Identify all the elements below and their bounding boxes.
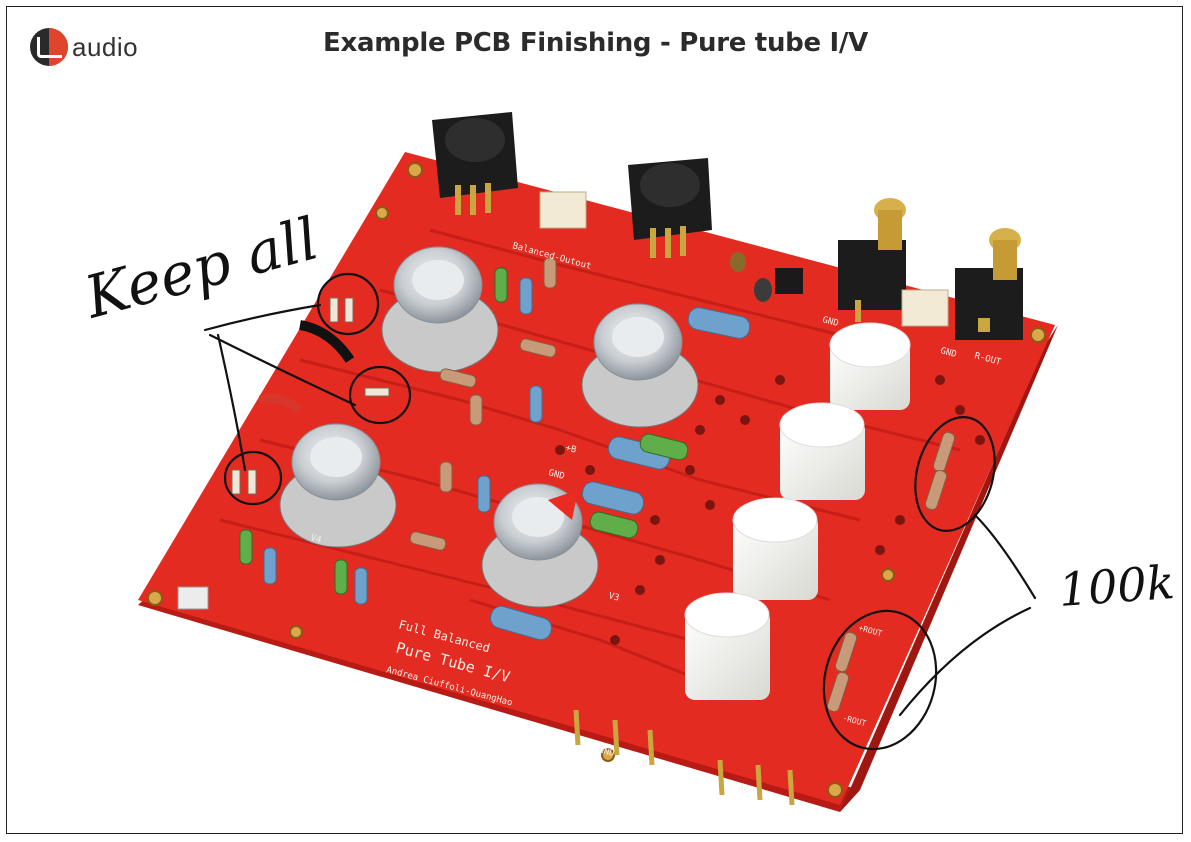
hq-logo-icon — [30, 28, 68, 66]
xlr-connector-right — [628, 158, 712, 258]
rca-connector-left — [838, 198, 906, 322]
ink-circle-left — [223, 450, 283, 506]
relay-right — [901, 289, 949, 327]
ink-circle-top — [316, 272, 380, 336]
brand-logo: audio — [30, 28, 138, 66]
silk-gnd-mid: GND — [547, 468, 565, 482]
pcb-pads — [555, 375, 985, 645]
capacitor-c2 — [779, 402, 865, 500]
silk-v4: V4 — [309, 533, 322, 545]
resistors-tan — [409, 257, 956, 713]
ic-chip — [775, 268, 803, 294]
ink-text-100k: 100k — [1057, 555, 1176, 617]
silk-minus-b: -B — [635, 757, 648, 769]
xlr-connector-left — [432, 112, 518, 215]
relay-top — [539, 191, 587, 229]
wire-black — [298, 320, 355, 363]
silk-plus-b: +B — [564, 443, 577, 455]
header-connector — [177, 586, 209, 610]
silk-gnd-right: GND — [939, 346, 957, 360]
capacitor-c1 — [829, 322, 911, 410]
resistors-smd — [231, 297, 390, 495]
capacitor-small — [754, 278, 772, 302]
silk-ac: AC- — [737, 783, 755, 797]
pcb-board — [138, 152, 1055, 805]
logo-text: audio — [72, 31, 139, 62]
resistors-blue — [263, 277, 751, 641]
page-title: Example PCB Finishing - Pure tube I/V — [323, 28, 868, 58]
silk-v3: V3 — [607, 591, 620, 603]
capacitor-c3 — [732, 497, 818, 600]
tube-socket-top-left — [381, 246, 499, 373]
ink-circle-mid — [348, 365, 412, 425]
silk-gnd-bottom: GND — [597, 745, 615, 759]
ink-circle-right-bottom — [822, 609, 938, 751]
silk-gnd-left: GND — [821, 315, 839, 329]
capacitor-c4 — [684, 592, 770, 700]
ink-annotations — [203, 272, 1037, 751]
mounting-holes — [147, 162, 1046, 798]
wire-red — [258, 394, 303, 414]
capacitor-small — [730, 252, 746, 272]
ink-circle-right-top — [914, 416, 996, 532]
rca-connector-right — [955, 228, 1023, 340]
page-frame — [6, 6, 1183, 834]
tube-socket-left — [279, 423, 397, 548]
tube-socket-top-right — [581, 303, 699, 428]
tube-socket-bottom — [481, 483, 599, 608]
power-terminals — [573, 709, 795, 806]
pcb-edge-right — [840, 325, 1058, 812]
resistors-green — [239, 267, 689, 595]
ink-text-keep-all: Keep all — [77, 204, 325, 331]
